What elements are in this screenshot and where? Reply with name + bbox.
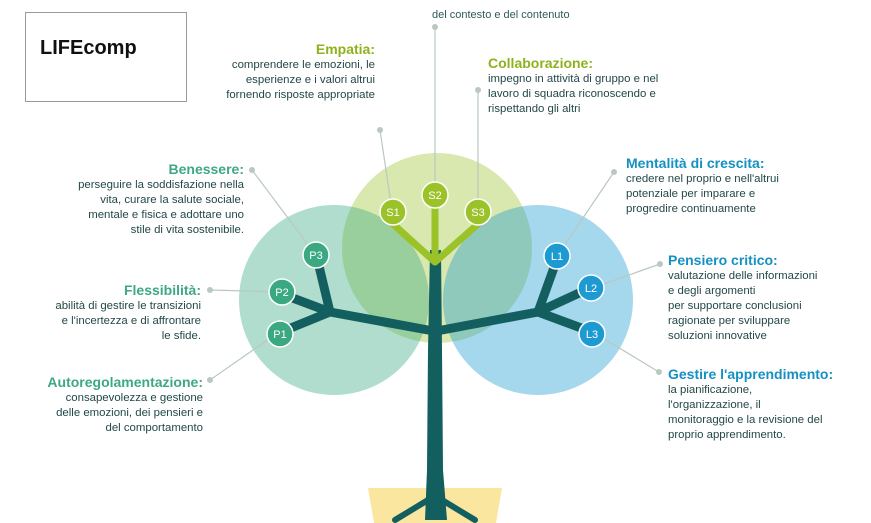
empatia-line: esperienze e i valori altrui: [245, 74, 375, 86]
flessibilita-line: e l'incertezza e di affrontare: [61, 315, 201, 327]
autoregolamentazione-line: delle emozioni, dei pensieri e: [56, 407, 203, 419]
pensiero-line: ragionate per sviluppare: [668, 315, 791, 327]
node-p2-label: P2: [275, 287, 288, 299]
benessere-line: vita, curare la salute sociale,: [100, 194, 244, 206]
node-p3-label: P3: [309, 250, 322, 262]
mentalita-title: Mentalità di crescita:: [626, 155, 765, 171]
empatia-block: Empatia: comprendere le emozioni, le esp…: [188, 40, 375, 103]
node-s3: [464, 198, 492, 226]
page-title: LIFEcomp: [40, 37, 137, 59]
flessibilita-line: abilità di gestire le transizioni: [55, 300, 201, 312]
pensiero-line: e degli argomenti: [668, 285, 756, 297]
collaborazione-line: rispettando gli altri: [488, 103, 581, 115]
mentalita-block: Mentalità di crescita: credere nel propr…: [626, 154, 846, 217]
node-l2: [577, 274, 605, 302]
autoregolamentazione-title: Autoregolamentazione:: [47, 374, 203, 390]
node-p3: [302, 241, 330, 269]
pensiero-line: per supportare conclusioni: [668, 300, 802, 312]
pensiero-line: soluzioni innovative: [668, 330, 767, 342]
autoregolamentazione-block: Autoregolamentazione: consapevolezza e g…: [18, 373, 203, 436]
benessere-line: mentale e fisica e adottare uno: [88, 209, 244, 221]
mentalita-line: credere nel proprio e nell'altrui: [626, 173, 779, 185]
empatia-line: fornendo risposte appropriate: [226, 89, 375, 101]
node-s3-label: S3: [471, 207, 484, 219]
pensiero-block: Pensiero critico: valutazione delle info…: [668, 251, 863, 344]
node-l1-label: L1: [551, 251, 563, 263]
top-caption: del contesto e del contenuto: [432, 9, 570, 21]
apprendimento-line: proprio apprendimento.: [668, 429, 786, 441]
node-l3: [578, 320, 606, 348]
apprendimento-line: la pianificazione,: [668, 384, 753, 396]
title-box: LIFEcomp: [25, 12, 187, 102]
flessibilita-block: Flessibilità: abilità di gestire le tran…: [30, 281, 201, 344]
node-p2: [268, 278, 296, 306]
benessere-line: stile di vita sostenibile.: [130, 224, 244, 236]
mentalita-line: progredire continuamente: [626, 203, 756, 215]
apprendimento-block: Gestire l'apprendimento: la pianificazio…: [668, 365, 868, 443]
pensiero-title: Pensiero critico:: [668, 252, 778, 268]
node-s2: [421, 181, 449, 209]
apprendimento-title: Gestire l'apprendimento:: [668, 366, 834, 382]
node-p1-label: P1: [273, 329, 286, 341]
benessere-line: perseguire la soddisfazione nella: [78, 179, 244, 191]
node-l3-label: L3: [586, 329, 598, 341]
personal-area-circle: [239, 205, 429, 395]
node-l2-label: L2: [585, 283, 597, 295]
collaborazione-title: Collaborazione:: [488, 55, 594, 71]
collaborazione-line: impegno in attività di gruppo e nel: [488, 73, 659, 85]
flessibilita-line: le sfide.: [161, 330, 201, 342]
flessibilita-title: Flessibilità:: [123, 282, 201, 298]
apprendimento-line: monitoraggio e la revisione del: [668, 414, 823, 426]
empatia-title: Empatia:: [315, 41, 375, 57]
benessere-title: Benessere:: [168, 161, 245, 177]
autoregolamentazione-line: consapevolezza e gestione: [65, 392, 203, 404]
apprendimento-line: l'organizzazione, il: [668, 399, 761, 411]
autoregolamentazione-line: del comportamento: [105, 422, 203, 434]
empatia-line: comprendere le emozioni, le: [231, 59, 375, 71]
collaborazione-line: lavoro di squadra riconoscendo e: [488, 88, 656, 100]
benessere-block: Benessere: perseguire la soddisfazione n…: [30, 160, 244, 238]
node-s1: [379, 198, 407, 226]
node-l1: [543, 242, 571, 270]
collaborazione-block: Collaborazione: impegno in attività di g…: [488, 54, 728, 117]
pensiero-line: valutazione delle informazioni: [668, 270, 818, 282]
node-p1: [266, 320, 294, 348]
node-s2-label: S2: [428, 190, 441, 202]
node-s1-label: S1: [386, 207, 399, 219]
mentalita-line: potenziale per imparare e: [626, 188, 756, 200]
